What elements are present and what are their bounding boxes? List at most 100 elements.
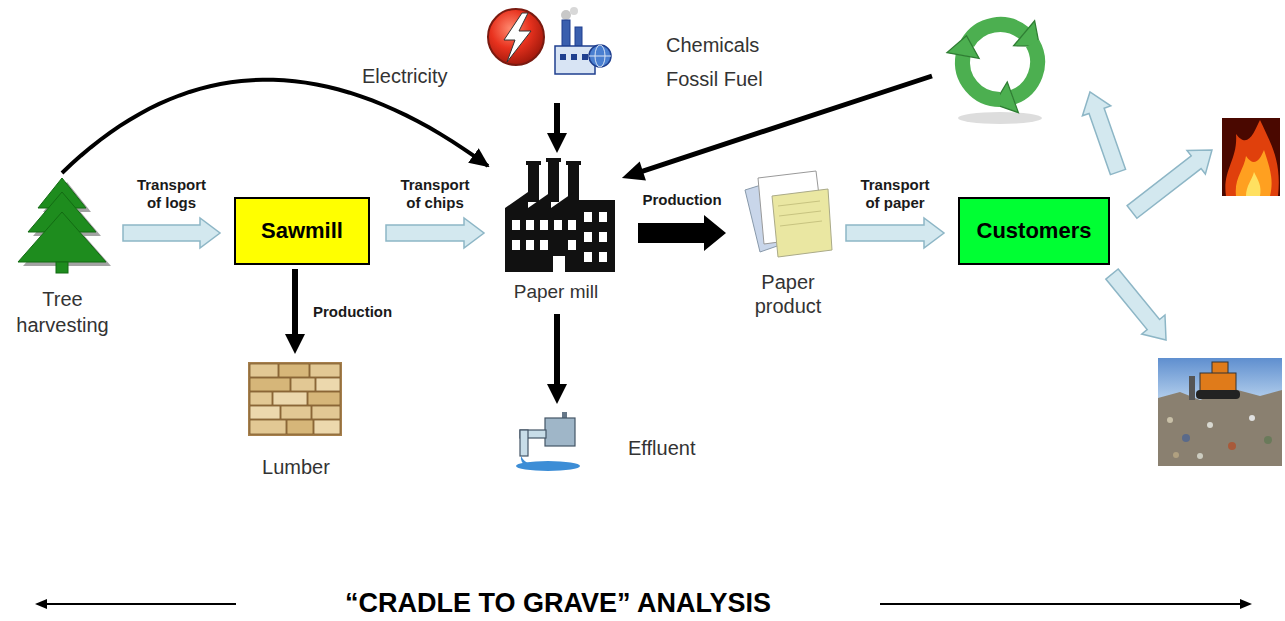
caption-holder: “CRADLE TO GRAVE” ANALYSIS: [345, 588, 771, 618]
flow-arrow: [386, 218, 484, 248]
smoke-puff: [561, 10, 571, 20]
waste-speck: [1197, 453, 1203, 459]
mill-window: [584, 232, 592, 242]
flow-arrow: [123, 218, 220, 248]
mill-window: [568, 220, 576, 230]
paper-rule: [780, 221, 822, 226]
tree-tier: [18, 212, 106, 262]
flame-core: [1246, 172, 1261, 196]
node-label: Paper product: [738, 270, 838, 318]
plant-window: [582, 54, 588, 60]
plant-window: [571, 54, 577, 60]
effluent-tank: [545, 418, 575, 446]
mill-chimney: [528, 164, 539, 202]
caption-text: “CRADLE TO GRAVE” ANALYSIS: [345, 588, 771, 618]
bulldozer-cab: [1212, 362, 1228, 374]
board: [316, 378, 340, 391]
recycle-arrow: [994, 42, 1052, 117]
landfill-ground: [1158, 388, 1282, 466]
globe-equator: [589, 56, 611, 57]
effluent-pool: [516, 461, 580, 471]
process-box: Sawmill: [234, 197, 370, 265]
flow-arrow: [547, 314, 567, 404]
harvest-node: Tree harvesting: [10, 174, 117, 350]
mill-window: [568, 240, 576, 250]
lumber-ground: [248, 362, 342, 436]
lumber-picture: [248, 362, 342, 436]
node-label: Lumber: [244, 454, 348, 480]
recycle-arrow: [968, 21, 1040, 46]
edge-label-holder: Production: [313, 303, 392, 321]
recycle-shadow: [958, 112, 1042, 124]
waste-speck: [1167, 417, 1173, 423]
chemical-plant-icon: [555, 7, 611, 74]
board: [250, 364, 278, 377]
landfill-picture: [1158, 358, 1282, 466]
tree-icon: [18, 178, 111, 273]
plant-chimney: [562, 20, 570, 47]
waste-speck: [1228, 442, 1236, 450]
mill-door: [553, 256, 565, 272]
board: [291, 378, 315, 391]
span-line-right: [880, 603, 1243, 605]
lumber-boards: [250, 364, 340, 434]
plant-chimney: [575, 27, 582, 47]
paper-rule: [779, 211, 821, 216]
paper-product-picture: [745, 171, 832, 257]
plant-globe: [589, 45, 611, 67]
flame-outer: [1225, 120, 1278, 196]
mill-chimney-cap: [566, 161, 581, 165]
paper-mill-icon: [505, 158, 615, 272]
mill-window: [554, 220, 562, 230]
recycle-symbol: [945, 21, 1052, 124]
waste-speck: [1207, 422, 1213, 428]
product-node: Lumber: [244, 358, 350, 486]
mill-window: [599, 252, 607, 262]
bulldozer-track: [1196, 390, 1240, 399]
waste-speck: [1264, 436, 1272, 444]
tree-body: [18, 178, 106, 273]
span-line-left: [44, 603, 236, 605]
edge-label-holder: Transport of chips: [394, 176, 476, 212]
arrow-shape: [1076, 87, 1132, 177]
input-node: Electricity Chemicals Fossil Fuel: [358, 6, 780, 100]
mill-chimney-cap: [546, 158, 561, 162]
edge-label-holder: Production: [641, 191, 723, 209]
electricity-disc: [488, 9, 544, 65]
product-node: Paper product: [738, 166, 840, 324]
mill-window: [512, 240, 520, 250]
mill-window: [599, 212, 607, 222]
flame-middle: [1236, 150, 1272, 196]
mill-window: [526, 240, 534, 250]
flow-arrow: [846, 218, 944, 248]
box-label: Customers: [977, 218, 1092, 244]
board: [312, 406, 340, 419]
edge-label-holder: Transport of paper: [854, 176, 936, 212]
recycle-flow-arrow: [1076, 87, 1132, 177]
flow-arrow: [638, 215, 726, 251]
board: [250, 392, 272, 405]
mill-window: [526, 220, 534, 230]
mill-window: [540, 240, 548, 250]
board: [287, 420, 313, 434]
node-label: Chemicals Fossil Fuel: [666, 28, 778, 96]
electricity-icon: [488, 9, 544, 65]
bulldozer-blade: [1189, 376, 1195, 400]
board: [273, 392, 307, 405]
mill-node: Paper mill: [490, 156, 624, 310]
fire-ground: [1222, 118, 1280, 196]
edge-label: Production: [641, 191, 723, 209]
node-label: Electricity: [362, 64, 472, 88]
board: [250, 378, 290, 391]
node-label: Effluent: [628, 436, 713, 460]
plant-window: [560, 54, 566, 60]
mill-chimney-cap: [526, 161, 541, 165]
mill-window: [512, 220, 520, 230]
paper-rule: [778, 201, 820, 206]
mill-window: [540, 220, 548, 230]
output-node: Effluent: [508, 408, 715, 476]
mill-windows: [512, 212, 607, 272]
effluent-pipe: [520, 430, 528, 456]
